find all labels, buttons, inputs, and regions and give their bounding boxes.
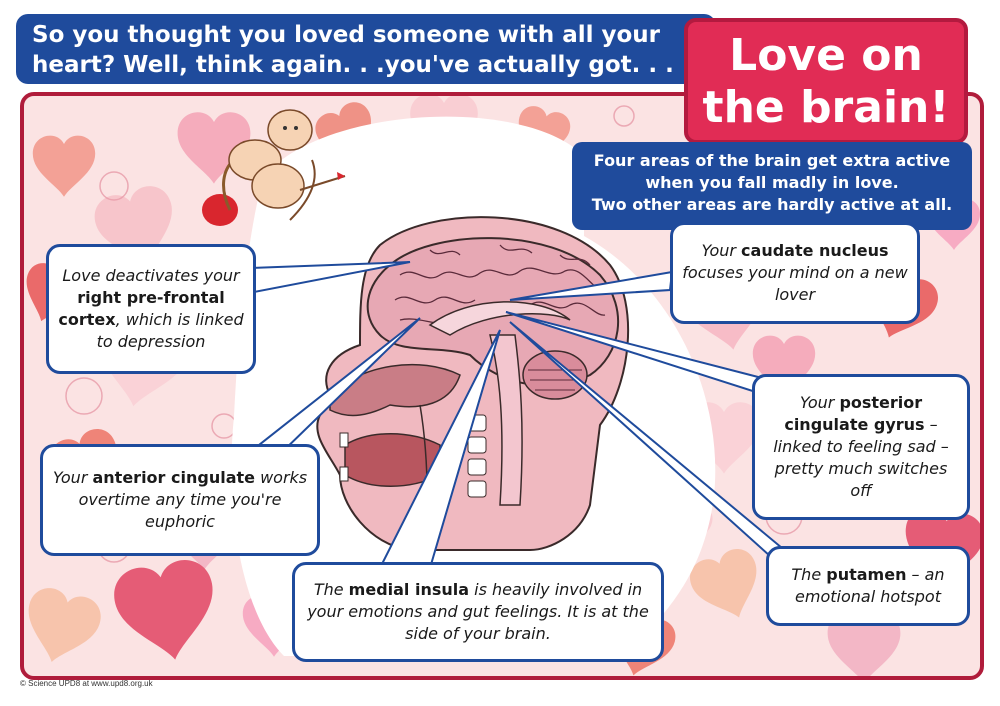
callout-caudate-nucleus: Your caudate nucleus focuses your mind o… bbox=[670, 222, 920, 324]
callout-text: Your bbox=[52, 468, 93, 487]
intro-line-3: Two other areas are hardly active at all… bbox=[591, 195, 953, 214]
callout-bold-term: anterior cingulate bbox=[92, 468, 255, 487]
banner-line-1: So you thought you loved someone with al… bbox=[32, 22, 661, 48]
page-title: Love on the brain! bbox=[684, 18, 968, 144]
callout-text: The bbox=[313, 580, 349, 599]
callout-text: is heavily involved in your emotions and… bbox=[307, 580, 649, 643]
banner-line-2: heart? Well, think again. . .you've actu… bbox=[32, 52, 674, 78]
header-banner: So you thought you loved someone with al… bbox=[16, 14, 716, 84]
callout-text: Love deactivates your bbox=[62, 266, 240, 285]
intro-box: Four areas of the brain get extra active… bbox=[572, 142, 972, 230]
callout-text: , which is linked to depression bbox=[96, 310, 244, 351]
cupid-icon bbox=[202, 109, 346, 226]
callout-text: – an emotional hotspot bbox=[795, 565, 945, 606]
title-line-1: Love on bbox=[729, 30, 923, 81]
copyright-text: © Science UPD8 at www.upd8.org.uk bbox=[20, 679, 153, 688]
callout-bold-term: right pre-frontal cortex bbox=[58, 288, 225, 329]
callout-medial-insula: The medial insula is heavily involved in… bbox=[292, 562, 664, 662]
callout-bold-term: caudate nucleus bbox=[741, 241, 889, 260]
callout-text: Your bbox=[799, 393, 840, 412]
brain-head-illustration bbox=[316, 216, 630, 551]
title-line-2: the brain! bbox=[702, 82, 950, 133]
callout-bold-term: medial insula bbox=[348, 580, 470, 599]
callout-text: The bbox=[791, 565, 827, 584]
callout-text: Your bbox=[701, 241, 742, 260]
callout-bold-term: putamen bbox=[826, 565, 907, 584]
callout-text: – linked to feeling sad – pretty much sw… bbox=[773, 415, 949, 500]
callout-putamen: The putamen – an emotional hotspot bbox=[766, 546, 970, 626]
callout-bold-term: posterior cingulate gyrus bbox=[784, 393, 925, 434]
callout-posterior-cingulate-gyrus: Your posterior cingulate gyrus – linked … bbox=[752, 374, 970, 520]
intro-line-1: Four areas of the brain get extra active bbox=[593, 151, 951, 170]
callout-anterior-cingulate: Your anterior cingulate works overtime a… bbox=[40, 444, 320, 556]
callout-text: focuses your mind on a new lover bbox=[682, 263, 908, 304]
intro-line-2: when you fall madly in love. bbox=[645, 173, 899, 192]
callout-prefrontal-cortex: Love deactivates your right pre-frontal … bbox=[46, 244, 256, 374]
callout-text: works overtime any time you're euphoric bbox=[78, 468, 308, 531]
